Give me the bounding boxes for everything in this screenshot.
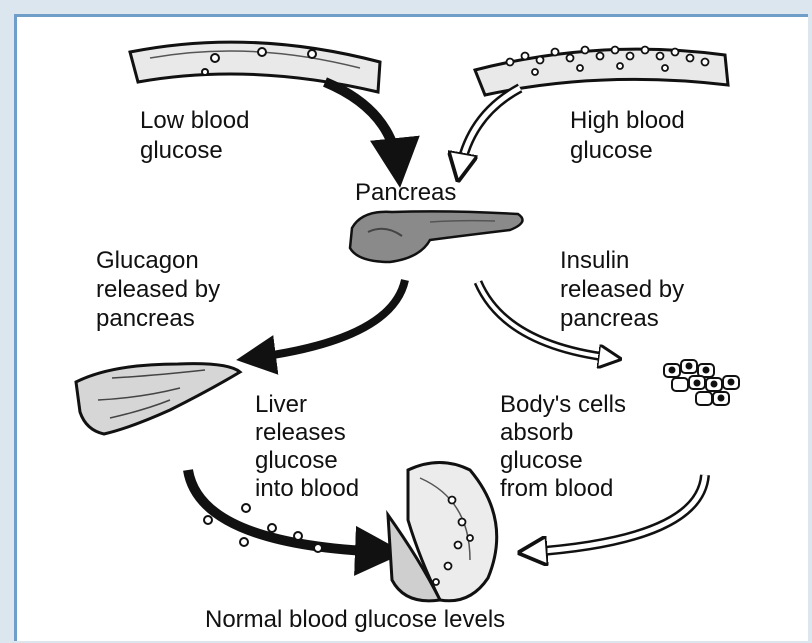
glucagon-arrow-icon [252,280,405,358]
insulin-label-line3: pancreas [560,305,659,332]
cells-label-line2: absorb [500,419,573,446]
low-glucose-vessel-icon [130,42,380,92]
normal-vessel-icon [388,463,497,601]
high-glucose-arrow-icon [460,88,520,170]
body-cells-icon [664,360,739,405]
low-glucose-label-line1: Low blood [140,107,249,134]
insulin-label-line2: released by [560,276,684,303]
liver-label-line2: releases [255,419,346,446]
pancreas-icon [350,211,523,262]
low-glucose-arrow-icon [325,82,398,168]
glucagon-label-line1: Glucagon [96,247,199,274]
liver-label-line1: Liver [255,391,307,418]
liver-label-line4: into blood [255,475,359,502]
glucagon-label-line3: pancreas [96,305,195,332]
normal-glucose-label: Normal blood glucose levels [205,606,505,633]
cells-label-line4: from blood [500,475,613,502]
cells-label-line3: glucose [500,447,583,474]
glucagon-label-line2: released by [96,276,220,303]
insulin-label-line1: Insulin [560,247,629,274]
liver-icon [76,364,240,434]
liver-label-line3: glucose [255,447,338,474]
high-glucose-label-line2: glucose [570,137,653,164]
low-glucose-label-line2: glucose [140,137,223,164]
pancreas-label: Pancreas [355,179,456,206]
high-glucose-label-line1: High blood [570,107,685,134]
cells-label-line1: Body's cells [500,391,626,418]
